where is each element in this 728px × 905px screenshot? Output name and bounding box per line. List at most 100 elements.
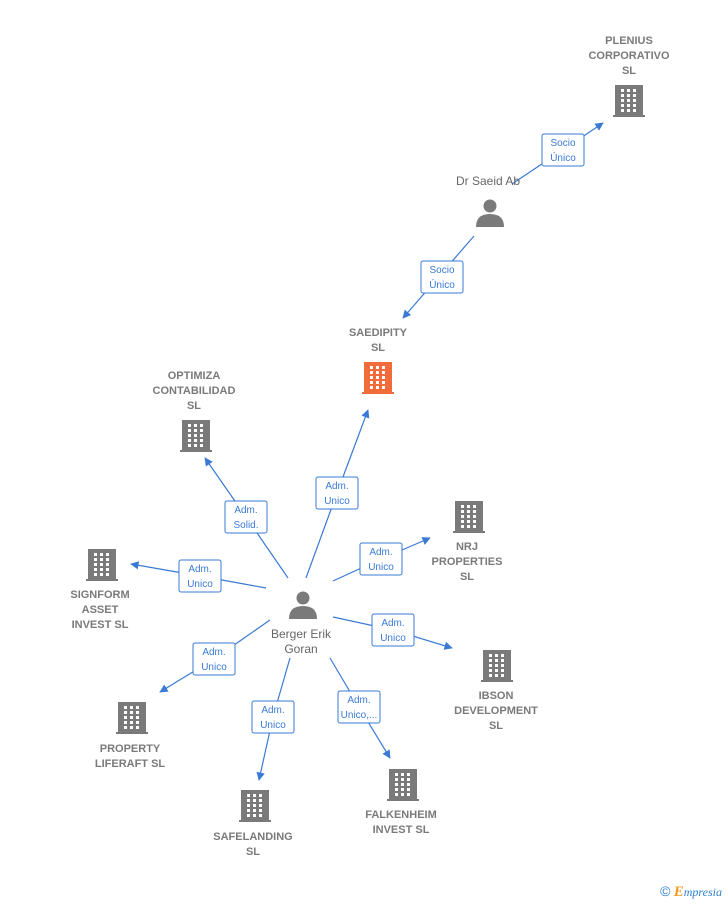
edge-berger-safelanding[interactable]: Adm. Unico	[251, 657, 295, 781]
company-name-line: PLENIUS	[605, 35, 653, 47]
building-icon	[613, 85, 645, 117]
company-name[interactable]: SIGNFORM ASSET INVEST SL	[70, 589, 129, 631]
company-node-safelanding[interactable]: SAFELANDING SL	[213, 790, 293, 858]
edge-berger-saedipity[interactable]: Adm.Unico	[305, 409, 370, 579]
company-name[interactable]: FALKENHEIM INVEST SL	[365, 809, 437, 836]
company-name-line: IBSON	[479, 690, 514, 702]
edge-role-text: Único	[550, 151, 576, 164]
edge-role-text: Unico	[260, 720, 286, 731]
company-name-line: ASSET	[82, 604, 119, 616]
edge-role-box	[359, 542, 403, 576]
edge-role-text: Unico	[368, 562, 394, 573]
edge-role-label[interactable]: Adm.Unico	[371, 613, 415, 647]
edge-role-text: Adm.	[188, 564, 211, 575]
brand-initial: E	[673, 884, 684, 900]
company-name-line: INVEST SL	[373, 824, 430, 836]
company-node-falkenheim[interactable]: FALKENHEIM INVEST SL	[365, 769, 437, 836]
edge-role-box	[315, 476, 359, 510]
company-name[interactable]: SAFELANDING SL	[213, 831, 292, 858]
edge-role-text: Unico	[380, 633, 406, 644]
building-icon	[387, 769, 419, 801]
edge-role-box	[541, 133, 585, 167]
edge-role-label[interactable]: Adm. Unico	[178, 559, 222, 593]
edge-berger-nrj[interactable]: Adm. Unico	[332, 537, 431, 582]
edge-berger-signform[interactable]: Adm. Unico	[130, 559, 267, 593]
company-name-line: SIGNFORM	[70, 589, 129, 601]
edge-role-text: Adm.	[369, 547, 392, 558]
edge-role-text: Unico	[201, 662, 227, 673]
person-name-line: Dr Saeid Ab	[456, 174, 520, 188]
edge-role-box	[224, 500, 268, 534]
edge-role-box	[371, 613, 415, 647]
edge-role-text: Socio	[550, 138, 575, 149]
person-name-line: Berger Erik	[271, 627, 332, 641]
company-name-line: LIFERAFT SL	[95, 758, 166, 770]
company-name-line: INVEST SL	[72, 619, 129, 631]
company-node-property[interactable]: PROPERTY LIFERAFT SL	[95, 702, 166, 770]
empresia-logo[interactable]: © Empresia	[660, 883, 722, 901]
company-node-signform[interactable]: SIGNFORM ASSET INVEST SL	[70, 549, 130, 631]
edge-role-text: Adm.	[261, 705, 284, 716]
edge-berger-ibson[interactable]: Adm.Unico	[332, 613, 453, 650]
company-name-line: OPTIMIZA	[168, 370, 221, 382]
company-name-line: FALKENHEIM	[365, 809, 437, 821]
building-icon	[239, 790, 271, 822]
company-name-line: SL	[460, 571, 474, 583]
edge-berger-falkenheim[interactable]: Adm.Unico,...	[329, 657, 391, 759]
edge-role-text: Adm.	[347, 695, 370, 706]
building-icon	[180, 420, 212, 452]
edge-role-text: Unico	[187, 579, 213, 590]
company-name-line: SAFELANDING	[213, 831, 292, 843]
edge-berger-optimiza[interactable]: Adm.Solid.	[204, 457, 289, 579]
edge-role-text: Solid.	[233, 520, 258, 531]
company-name-line: SL	[371, 342, 385, 354]
person-name-line: Goran	[284, 642, 317, 656]
edge-role-box	[337, 690, 381, 724]
company-name-line: SL	[622, 65, 636, 77]
building-icon	[86, 549, 118, 581]
edge-role-text: Único	[429, 278, 455, 291]
edge-berger-property[interactable]: Adm. Unico	[159, 619, 271, 693]
edge-role-text: Adm.	[202, 647, 225, 658]
edge-role-label[interactable]: Adm. Unico	[359, 542, 403, 576]
company-name[interactable]: PROPERTY LIFERAFT SL	[95, 743, 166, 770]
company-name-line: PROPERTIES	[432, 556, 503, 568]
company-name-line: PROPERTY	[100, 743, 161, 755]
person-name[interactable]: Dr Saeid Ab	[456, 174, 520, 188]
company-name[interactable]: SAEDIPITY SL	[349, 327, 408, 354]
company-name-line: DEVELOPMENT	[454, 705, 538, 717]
edge-role-box	[192, 642, 236, 676]
edge-role-label[interactable]: Adm. Unico	[251, 700, 295, 734]
company-name-line: SAEDIPITY	[349, 327, 408, 339]
edge-role-box	[420, 260, 464, 294]
person-icon	[476, 199, 504, 227]
person-icon	[289, 591, 317, 619]
company-name-line: SL	[246, 846, 260, 858]
edge-role-label[interactable]: Adm.Unico,...	[337, 690, 381, 724]
copyright-symbol: ©	[660, 883, 671, 899]
company-name-line: SL	[187, 400, 201, 412]
edge-role-label[interactable]: Adm. Unico	[192, 642, 236, 676]
building-icon	[116, 702, 148, 734]
person-node-saeid[interactable]: Dr Saeid Ab	[456, 174, 520, 227]
edge-role-label[interactable]: Adm.Solid.	[224, 500, 268, 534]
company-node-saedipity[interactable]: SAEDIPITY SL	[349, 327, 408, 394]
edge-role-label[interactable]: Adm.Unico	[315, 476, 359, 510]
edge-role-box	[178, 559, 222, 593]
brand-name: mpresia	[683, 885, 722, 899]
